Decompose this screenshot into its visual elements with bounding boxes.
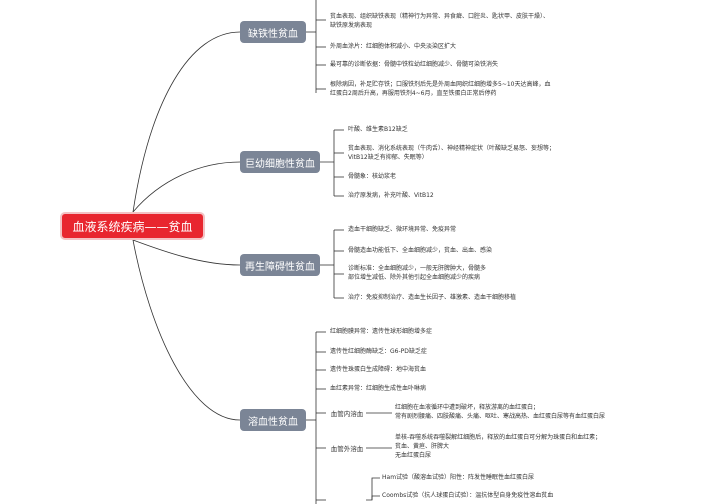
branch-iron-deficiency[interactable]: 缺铁性贫血 (240, 21, 306, 43)
leaf-intravascular: 红细胞在血液循环中遭到破坏，释放游离的血红蛋白； 常有剧烈腰痛、四肢酸痛、头痛、… (395, 404, 606, 420)
leaf-aplastic-criteria: 诊断标准：全血细胞减少，一般无肝脾肿大，骨髓多 部位增生减低、除外其他引起全血细… (348, 265, 487, 281)
leaf-iron-symptoms: 贫血表现、组织缺铁表现（精神行为异常、异食癖、口腔炎、匙状甲、皮肤干燥）、 缺铁… (330, 13, 550, 29)
leaf-ham-test: Ham试验（酸溶血试验）阳性：阵发性睡眠性血红蛋白尿 (382, 474, 535, 481)
leaf-iron-diagnosis: 最可靠的诊断依据：骨髓中铁粒幼红细胞减少、骨髓可染铁消失 (330, 61, 499, 68)
branch-hemolytic[interactable]: 溶血性贫血 (240, 409, 306, 431)
leaf-hemolytic-enzyme: 遗传性红细胞酶缺乏：G6-PD缺乏症 (330, 348, 427, 355)
leaf-aplastic-cause: 造血干细胞缺乏、微环境异常、免疫异常 (348, 226, 457, 233)
leaf-aplastic-features: 骨髓造血功能低下、全血细胞减少，贫血、出血、感染 (348, 247, 493, 254)
leaf-hemolytic-membrane: 红细胞膜异常：遗传性球形细胞增多症 (330, 328, 433, 335)
sub-intravascular[interactable]: 血管内溶血 (330, 410, 364, 418)
leaf-coombs-test: Coombs试验（抗人球蛋白试验）：温抗体型自身免疫性溶血贫血 (382, 492, 554, 499)
sub-extravascular[interactable]: 血管外溶血 (330, 445, 364, 453)
leaf-iron-treatment: 根除病因，补足贮存铁；口服铁剂后先是外周血网织红细胞增多5~10天达高峰，血 红… (330, 81, 551, 97)
branch-aplastic[interactable]: 再生障碍性贫血 (240, 254, 320, 276)
leaf-mega-marrow: 骨髓象：核幼浆老 (348, 173, 397, 180)
leaf-mega-symptoms: 贫血表现、消化系统表现（牛肉舌）、神经精神症状（叶酸缺乏易怒、妄想等； VitB… (348, 145, 556, 161)
leaf-mega-cause: 叶酸、维生素B12缺乏 (348, 126, 408, 133)
leaf-iron-smear: 外周血涂片：红细胞体积减小、中央淡染区扩大 (330, 43, 457, 50)
leaf-mega-treatment: 治疗原发病，补充叶酸、VitB12 (348, 192, 434, 199)
branch-megaloblastic[interactable]: 巨幼细胞性贫血 (240, 151, 320, 173)
leaf-hemolytic-globin: 遗传性珠蛋白生成障碍：地中海贫血 (330, 366, 427, 373)
leaf-aplastic-treatment: 治疗：免疫抑制治疗、造血生长因子、雄激素、造血干细胞移植 (348, 294, 517, 301)
root-topic[interactable]: 血液系统疾病——贫血 (60, 212, 205, 240)
leaf-extravascular: 单核-吞噬系统吞噬裂解红细胞后，释放的血红蛋白可分解为珠蛋白和血红素； 贫血、黄… (395, 434, 602, 459)
leaf-hemolytic-heme: 血红素异常：红细胞生成性血卟啉病 (330, 385, 427, 392)
